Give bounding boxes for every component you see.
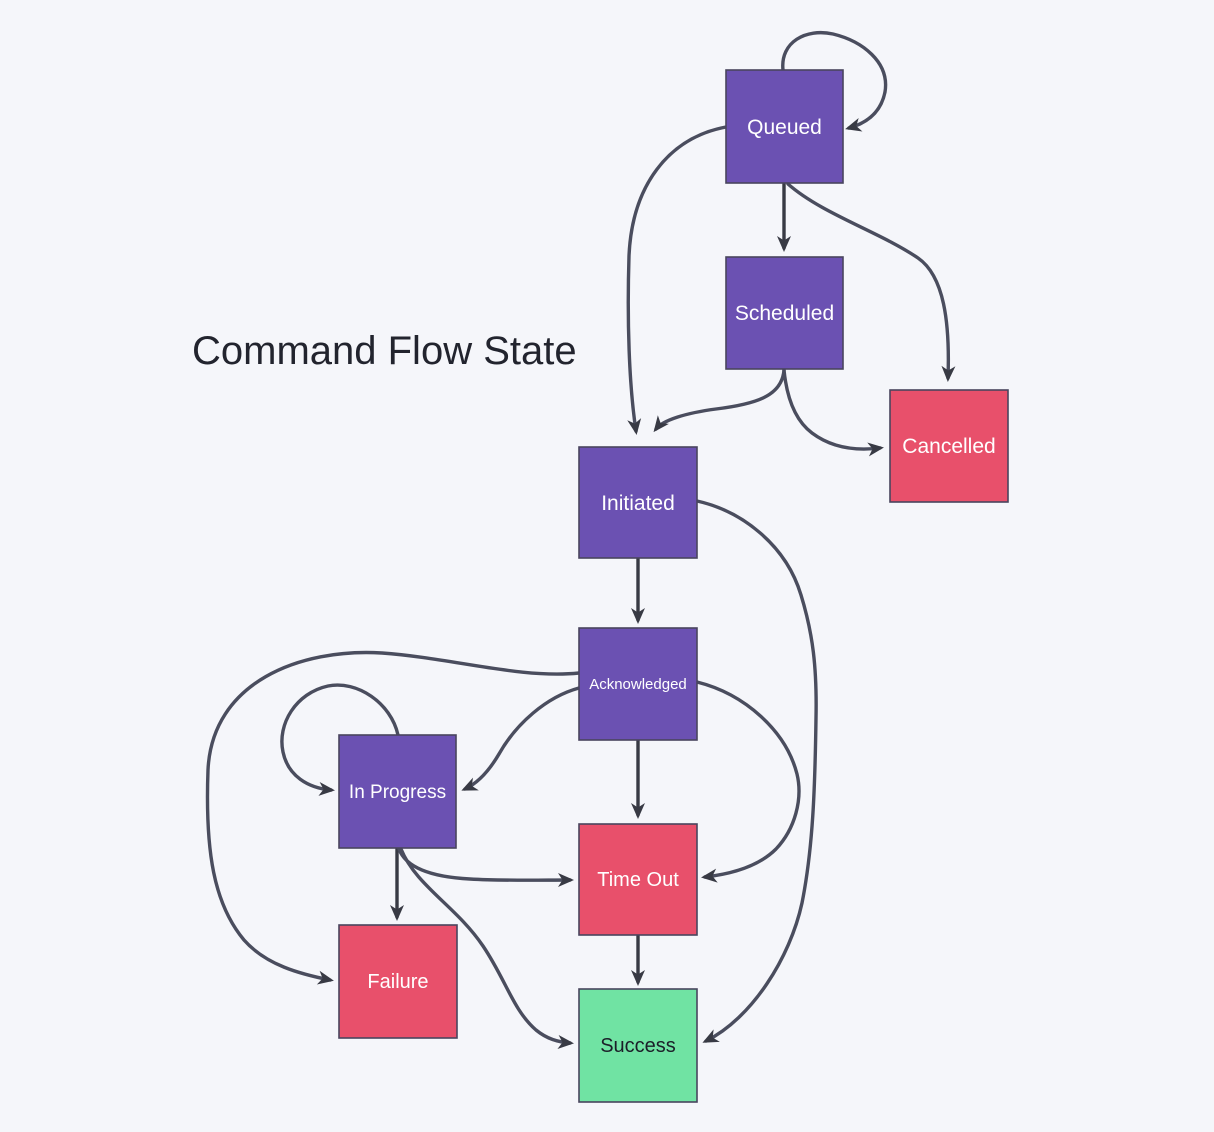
node-in-progress-box — [338, 734, 457, 849]
node-initiated-label: Initiated — [601, 492, 675, 515]
edge-acknowledged-failure — [205, 650, 581, 985]
node-scheduled: Scheduled — [725, 256, 844, 370]
node-acknowledged-box — [578, 627, 698, 741]
node-in-progress: In Progress — [338, 734, 457, 849]
edge-queued-cancelled — [786, 182, 956, 382]
node-success: Success — [578, 988, 698, 1103]
node-failure-label: Failure — [367, 971, 428, 993]
node-time-out-box — [578, 823, 698, 936]
node-acknowledged-label: Acknowledged — [589, 676, 687, 693]
node-cancelled: Cancelled — [889, 389, 1009, 503]
edge-scheduled-initiated — [653, 368, 786, 433]
edge-queued-initiated — [626, 125, 728, 435]
edge-acknowledged-inprogress — [461, 686, 581, 791]
edge-inprogress-success — [399, 847, 574, 1049]
page-title: Command Flow State — [192, 329, 577, 373]
node-initiated-box — [578, 446, 698, 559]
node-scheduled-box — [725, 256, 844, 370]
node-in-progress-label: In Progress — [349, 782, 446, 803]
node-cancelled-label: Cancelled — [902, 435, 995, 458]
node-queued-label: Queued — [747, 116, 822, 139]
node-queued: Queued — [725, 69, 844, 184]
edge-queued-self-loop — [781, 31, 888, 132]
node-acknowledged: Acknowledged — [578, 627, 698, 741]
edge-acknowledged-timeout-curved — [695, 680, 801, 883]
node-scheduled-label: Scheduled — [735, 302, 834, 325]
node-failure-box — [338, 924, 458, 1039]
node-failure: Failure — [338, 924, 458, 1039]
edge-inprogress-timeout — [397, 847, 574, 888]
edge-initiated-success — [695, 499, 818, 1043]
edge-scheduled-cancelled — [782, 368, 884, 457]
node-time-out: Time Out — [578, 823, 698, 936]
node-success-label: Success — [600, 1035, 676, 1057]
edge-layer — [205, 31, 956, 1049]
node-time-out-label: Time Out — [597, 869, 679, 891]
edge-inprogress-self-loop — [280, 683, 400, 796]
node-queued-box — [725, 69, 844, 184]
node-cancelled-box — [889, 389, 1009, 503]
node-initiated: Initiated — [578, 446, 698, 559]
node-layer: Queued Scheduled Cancelled Initiated Ack… — [338, 69, 1009, 1103]
node-success-box — [578, 988, 698, 1103]
